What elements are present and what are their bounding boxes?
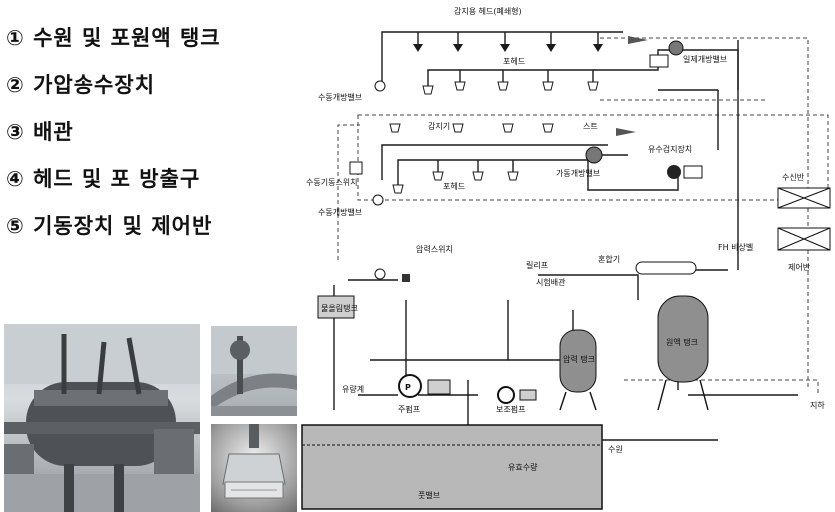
manual-valve-top [374, 80, 386, 92]
pressure-switch-icon [402, 274, 410, 282]
foam-heads-mid [389, 123, 554, 194]
schematic-label: 감지기 [428, 121, 450, 131]
schematic-label: 가동개방밸브 [556, 168, 600, 178]
legend-item-piping: ③ 배관 [6, 120, 74, 144]
legend-item-pump: ② 가압송수장치 [6, 73, 156, 97]
auto-valve-mid [585, 146, 603, 164]
schematic-label: 일제개방밸브 [683, 54, 727, 64]
schematic-label: 스트 [583, 122, 598, 131]
schematic-label: 압력스위치 [416, 244, 453, 254]
auto-valve-top [668, 40, 684, 56]
foam-tank-photo [4, 324, 200, 512]
foam-concentrate-tank [657, 295, 709, 383]
foam-system-schematic: 감지용 헤드(폐쇄형) 포헤드 일제개방밸브 수동개방밸브 감지기 스트 유수검… [301, 6, 831, 510]
legend-item-control: ⑤ 기동장치 및 제어반 [6, 214, 213, 238]
schematic-label: 포헤드 [443, 182, 465, 191]
schematic-label: 포헤드 [503, 57, 525, 66]
schematic-label: 지하 [810, 400, 825, 410]
schematic-label: 수동개방밸브 [318, 92, 362, 102]
component-legend: ① 수원 및 포원액 탱크 ② 가압송수장치 ③ 배관 ④ 헤드 및 포 방출구… [6, 22, 296, 257]
schematic-label: 유효수량 [508, 462, 538, 472]
water-source-reservoir [301, 424, 603, 510]
schematic-label: 풋밸브 [418, 490, 440, 500]
schematic-label: 시험배관 [536, 277, 566, 287]
schematic-label: 주펌프 [398, 404, 420, 414]
schematic-label: 감지용 헤드(폐쇄형) [454, 6, 522, 16]
schematic-label: 수동기동스위치 [306, 178, 358, 187]
schematic-label: 물올림탱크 [321, 303, 358, 313]
sub-pump-icon [497, 386, 515, 404]
mid-piping [381, 40, 739, 191]
main-pump-icon [398, 374, 422, 398]
schematic-label: P [405, 383, 411, 392]
schematic-label: 수원 [608, 445, 623, 454]
pressure-tank [559, 329, 597, 393]
piping-photo [211, 326, 297, 416]
schematic-label: 릴리프 [526, 261, 548, 270]
mid-nozzle-icon [616, 128, 636, 136]
water-tank-box [317, 295, 355, 319]
flow-detector-icon [667, 165, 681, 179]
sensing-head-piping [381, 31, 739, 270]
legend-item-water-source: ① 수원 및 포원액 탱크 [6, 26, 221, 50]
manual-switch-icon [349, 161, 363, 175]
schematic-label: 수신반 [782, 173, 805, 182]
schematic-label: 수동개방밸브 [318, 207, 362, 217]
schematic-label: 유수검지장치 [648, 144, 692, 154]
schematic-label: 유량계 [342, 384, 364, 394]
schematic-label: FH 비상벨 [718, 242, 753, 252]
schematic-label: 보조펌프 [496, 404, 525, 414]
schematic-label: 혼합기 [598, 254, 620, 264]
schematic-label: 압력 탱크 [563, 354, 595, 364]
foam-heads-top [422, 81, 599, 95]
sensing-heads [413, 44, 603, 52]
manual-valve-mid [372, 194, 384, 206]
foam-nozzle-photo [211, 424, 297, 512]
top-nozzle-icon [628, 36, 648, 44]
schematic-label: 원액 탱크 [666, 337, 698, 347]
schematic-label: 제어반 [788, 262, 811, 272]
legend-item-heads: ④ 헤드 및 포 방출구 [6, 167, 201, 191]
